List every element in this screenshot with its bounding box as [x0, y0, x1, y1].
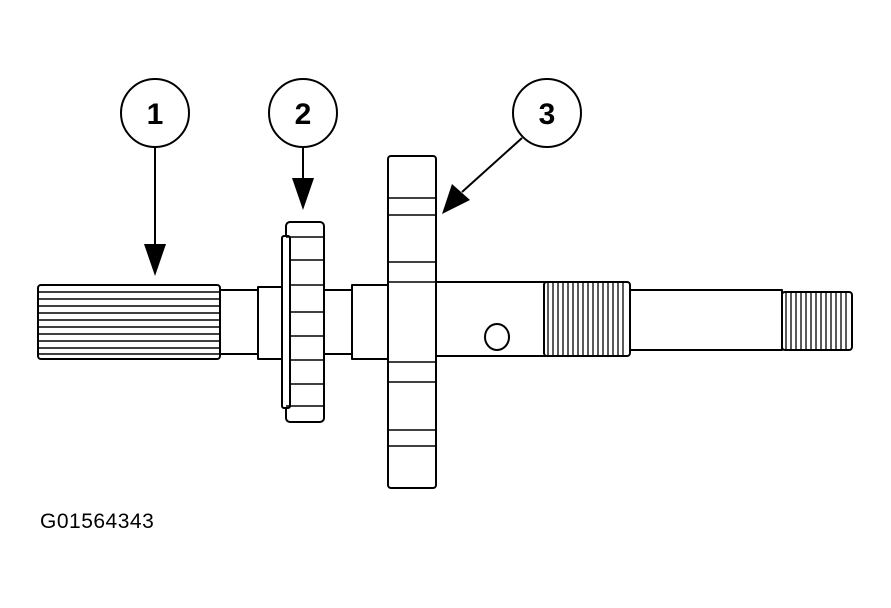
- figure-id-label: G01564343: [40, 510, 155, 533]
- callout-3-arrow: [442, 184, 470, 214]
- middle-spline-section: [543, 281, 631, 357]
- right-spline-section: [781, 291, 853, 351]
- left-spline-section: [37, 284, 221, 360]
- callout-1: 1: [120, 78, 190, 276]
- callout-1-arrow: [144, 244, 166, 276]
- callout-2: 2: [268, 78, 338, 210]
- callout-2-arrow: [292, 178, 314, 210]
- small-gear: [281, 221, 325, 423]
- shaft-hole: [484, 323, 510, 351]
- callout-1-number: 1: [147, 98, 164, 131]
- large-gear: [387, 155, 437, 489]
- callout-2-number: 2: [295, 98, 312, 131]
- callout-3: 3: [442, 78, 582, 214]
- callout-3-number: 3: [539, 98, 556, 131]
